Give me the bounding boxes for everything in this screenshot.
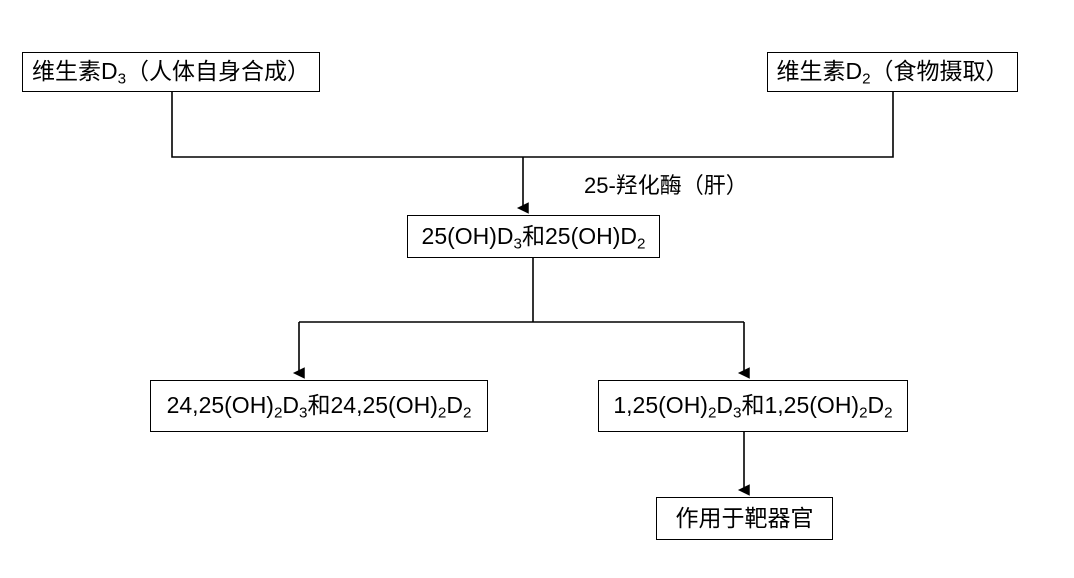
node-24-25-dihydroxyvitamin-d-label: 24,25(OH)2D3和24,25(OH)2D2 bbox=[166, 392, 472, 422]
node-1-25-dihydroxyvitamin-d: 1,25(OH)2D3和1,25(OH)2D2 bbox=[598, 380, 908, 432]
node-24-25-dihydroxyvitamin-d: 24,25(OH)2D3和24,25(OH)2D2 bbox=[150, 380, 488, 432]
edge-d2-to-merge bbox=[523, 92, 894, 158]
node-target-organ-label: 作用于靶器官 bbox=[675, 504, 814, 531]
node-25-hydroxyvitamin-d-label: 25(OH)D3和25(OH)D2 bbox=[421, 222, 646, 253]
node-vitamin-d2-label: 维生素D2（食物摄取） bbox=[776, 58, 1009, 88]
node-vitamin-d3: 维生素D3（人体自身合成） bbox=[22, 52, 320, 92]
edge-d3-to-merge bbox=[171, 92, 523, 158]
node-vitamin-d2: 维生素D2（食物摄取） bbox=[767, 52, 1018, 92]
node-target-organ: 作用于靶器官 bbox=[656, 497, 833, 540]
edge-label-25-hydroxylase: 25-羟化酶（肝） bbox=[584, 173, 748, 198]
node-1-25-dihydroxyvitamin-d-label: 1,25(OH)2D3和1,25(OH)2D2 bbox=[613, 392, 893, 422]
node-25-hydroxyvitamin-d: 25(OH)D3和25(OH)D2 bbox=[407, 215, 660, 258]
node-vitamin-d3-label: 维生素D3（人体自身合成） bbox=[31, 58, 311, 88]
